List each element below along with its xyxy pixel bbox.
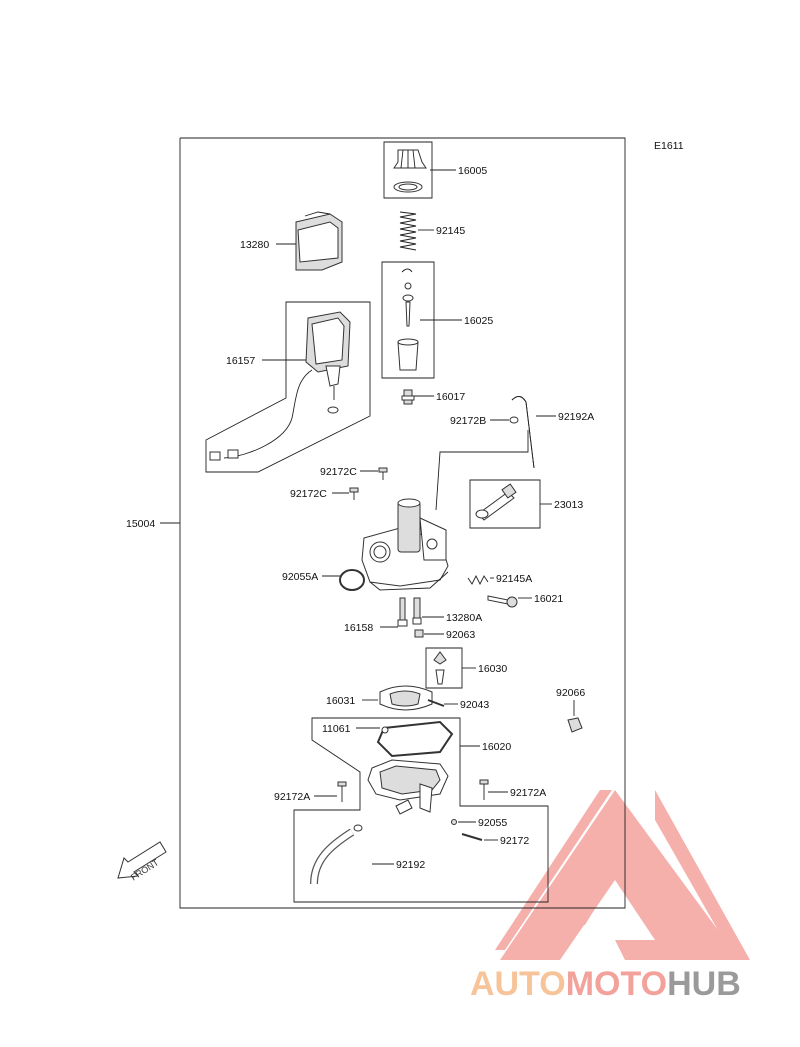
oring-92055-icon	[451, 819, 457, 825]
label-92192A: 92192A	[558, 411, 594, 423]
carburetor-body-icon	[361, 498, 449, 591]
needle-16030-icon	[433, 651, 447, 685]
jet-13280A-icon	[412, 597, 422, 625]
leader-hose-to-body	[435, 430, 529, 511]
box-16005	[383, 141, 433, 199]
spring-92145A-icon	[467, 574, 489, 586]
label-92172C-a: 92172C	[320, 466, 357, 478]
cover-13280-icon	[295, 211, 343, 271]
box-16157	[205, 301, 371, 473]
label-16021: 16021	[534, 593, 563, 605]
choke-16157-icon	[209, 311, 351, 461]
diagram-code: E1611	[654, 140, 684, 152]
label-16025: 16025	[464, 315, 493, 327]
watermark-auto: AUTO	[470, 965, 566, 1003]
label-92043: 92043	[460, 699, 489, 711]
label-92055: 92055	[478, 817, 507, 829]
label-13280A: 13280A	[446, 612, 482, 624]
label-15004: 15004	[126, 518, 155, 530]
label-23013: 23013	[554, 499, 583, 511]
label-92172: 92172	[500, 835, 529, 847]
label-16005: 16005	[458, 165, 487, 177]
spring-92145-icon	[399, 211, 417, 251]
screw-92172C-icon	[349, 467, 388, 500]
label-92172C-b: 92172C	[290, 488, 327, 500]
jet-16158-icon	[397, 597, 408, 627]
gasket-11061-icon	[376, 720, 454, 758]
screw-16021-icon	[487, 595, 518, 608]
screw-92172A-left-icon	[337, 781, 347, 802]
label-92172A-left: 92172A	[274, 791, 310, 803]
label-92066: 92066	[556, 687, 585, 699]
cap-16005-icon	[393, 149, 427, 193]
pin-92043-icon	[427, 699, 445, 707]
needle-16025-icon	[397, 268, 419, 371]
jet-92063-icon	[414, 629, 424, 638]
label-92172B: 92172B	[450, 415, 486, 427]
box-23013	[469, 479, 541, 529]
automotohub-logo	[495, 790, 750, 960]
label-92145: 92145	[436, 225, 465, 237]
label-92055A: 92055A	[282, 571, 318, 583]
label-92063: 92063	[446, 629, 475, 641]
label-13280: 13280	[240, 239, 269, 251]
front-arrow-icon	[117, 841, 167, 879]
label-11061: 11061	[322, 723, 351, 735]
label-16031: 16031	[326, 695, 355, 707]
oring-92055A-icon	[339, 569, 365, 591]
label-16158: 16158	[344, 622, 373, 634]
watermark-text: AUTOMOTOHUB	[470, 965, 741, 1003]
float-16031-icon	[379, 685, 433, 711]
clip-92172B-icon	[509, 416, 519, 424]
assembly-frame	[179, 137, 626, 909]
screw-23013-icon	[475, 483, 517, 521]
float-bowl-icon	[367, 759, 449, 815]
label-92192: 92192	[396, 859, 425, 871]
hose-92192-icon	[310, 824, 363, 885]
label-92172A-right: 92172A	[510, 787, 546, 799]
box-16030	[425, 647, 463, 689]
plug-92066-icon	[567, 717, 583, 733]
hose-92192A-icon	[511, 396, 535, 469]
box-16025	[381, 261, 435, 379]
jet-16017-icon	[401, 389, 415, 405]
screw-92172-icon	[461, 833, 483, 841]
screw-92172A-right-icon	[479, 779, 489, 800]
label-16017: 16017	[436, 391, 465, 403]
label-16030: 16030	[478, 663, 507, 675]
watermark-hub: HUB	[667, 965, 741, 1003]
label-92145A: 92145A	[496, 573, 532, 585]
label-16157: 16157	[226, 355, 255, 367]
watermark-moto: MOTO	[566, 965, 667, 1003]
box-16020	[293, 717, 549, 903]
label-16020: 16020	[482, 741, 511, 753]
